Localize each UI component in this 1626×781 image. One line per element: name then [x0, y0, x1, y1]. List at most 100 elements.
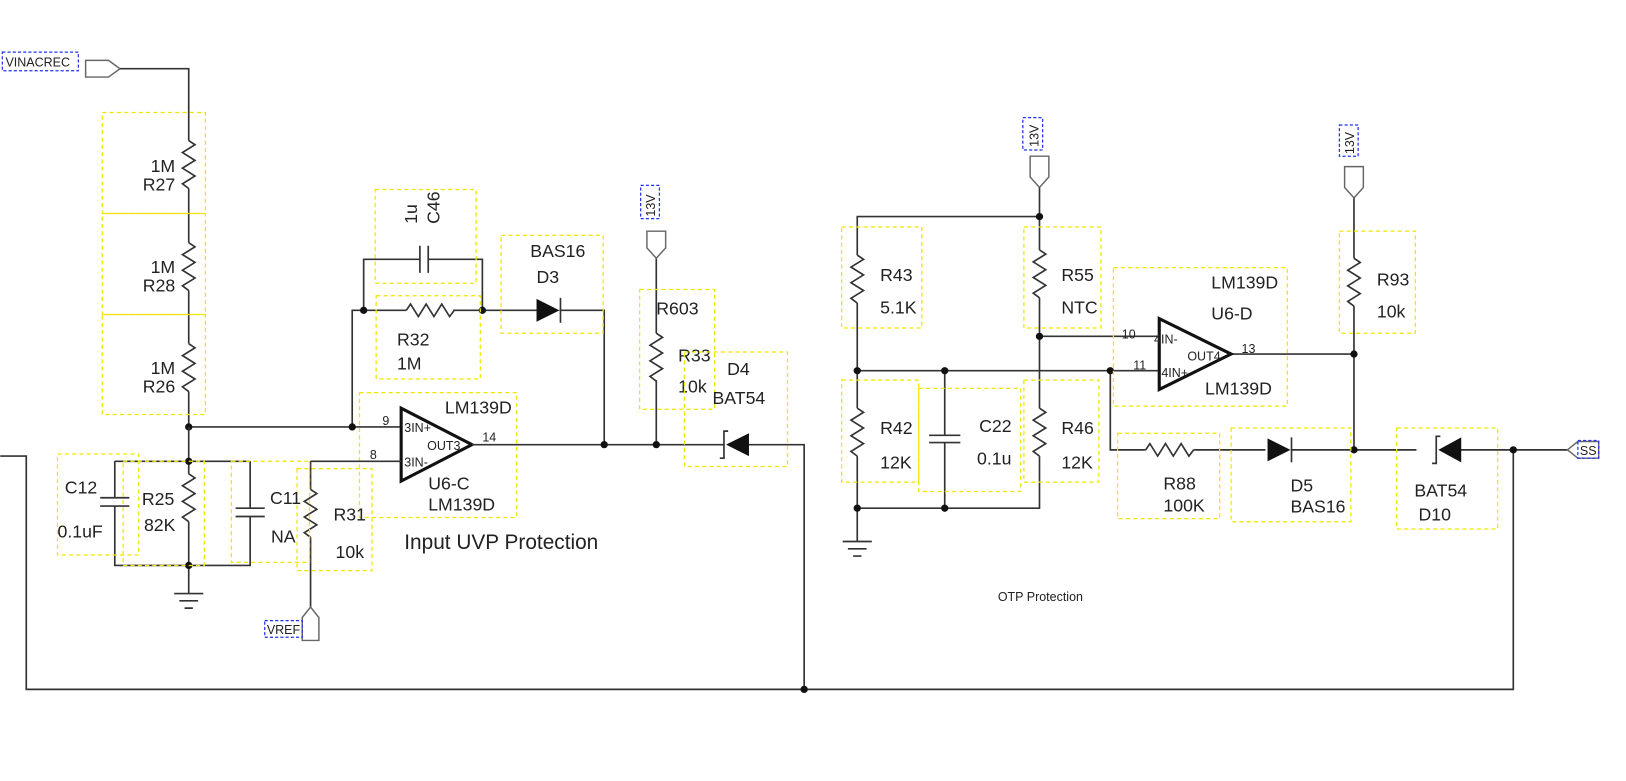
ref-d4: D4 [727, 359, 750, 379]
resistor-r32[interactable] [405, 303, 456, 318]
value-r88: 100K [1163, 495, 1205, 515]
ref-box-r26 [101, 313, 207, 416]
ref-d10: D10 [1419, 505, 1452, 525]
wire [188, 258, 606, 445]
junction [1350, 350, 1358, 358]
part-u6c-bottom: LM139D [428, 494, 495, 514]
resistor-r42[interactable] [850, 407, 865, 457]
ground-icon [173, 592, 205, 609]
ref-r43: R43 [880, 265, 913, 285]
ref-box-d3 [500, 234, 604, 334]
net-label-vinacrec: VINACREC [5, 56, 70, 70]
diode-d10-bar [1432, 435, 1441, 465]
ref-box-d4 [683, 351, 789, 468]
capacitor-c46[interactable] [419, 245, 430, 273]
resistor-r31[interactable] [303, 488, 318, 539]
value-r43: 5.1K [880, 297, 917, 317]
net-label-box [1577, 439, 1600, 459]
ref-d3: D3 [537, 267, 560, 287]
port-13v-ntc[interactable] [1029, 155, 1050, 189]
otp-section: 13V R43 5.1K R42 12K C22 0.1 [841, 117, 1600, 604]
part-u6d-bottom: LM139D [1205, 379, 1272, 399]
comparator-u6d[interactable] [1157, 316, 1235, 392]
port-vinacrec[interactable] [84, 59, 122, 78]
junction [600, 441, 608, 449]
alt-ref-r603: R603 [656, 298, 698, 318]
wire [119, 67, 190, 427]
resistor-r55-ntc[interactable] [1032, 249, 1047, 299]
value-d4: BAT54 [713, 388, 766, 408]
ref-box-r32 [375, 295, 481, 380]
ref-r26: R26 [143, 377, 176, 397]
wire [471, 258, 805, 690]
port-13v-uvp[interactable] [646, 230, 667, 260]
section-title-otp: OTP Protection [998, 590, 1083, 604]
value-r27: 1M [151, 156, 176, 176]
ref-box-d5 [1230, 427, 1352, 523]
diode-d4[interactable] [726, 433, 749, 457]
junction [1035, 332, 1044, 340]
port-ss[interactable] [1566, 440, 1600, 459]
ref-box-r55 [1023, 226, 1102, 329]
resistor-r33[interactable] [649, 332, 664, 382]
diode-d4-bar [719, 430, 729, 460]
port-vref[interactable] [301, 605, 320, 642]
ref-d5: D5 [1290, 476, 1313, 496]
resistor-r26[interactable] [181, 342, 196, 393]
resistor-r43[interactable] [850, 254, 865, 304]
resistor-r88[interactable] [1144, 442, 1195, 457]
pin-u6d-13: 13 [1242, 342, 1256, 356]
junction [1350, 446, 1358, 454]
resistor-r28[interactable] [181, 241, 196, 292]
ref-u6d: U6-D [1211, 304, 1252, 324]
capacitor-c12[interactable] [100, 496, 130, 507]
ref-r93: R93 [1377, 269, 1410, 289]
value-d5: BAS16 [1290, 496, 1345, 516]
comparator-u6c[interactable] [399, 405, 476, 484]
ref-box-r33 [638, 288, 716, 410]
value-r33: 10k [678, 377, 707, 397]
ref-u6c: U6-C [428, 473, 470, 493]
ref-box-u6d [1112, 266, 1288, 407]
value-c11: NA [271, 527, 296, 547]
value-r31: 10k [336, 542, 365, 562]
junction [853, 367, 861, 375]
pin-u6d-11: 11 [1133, 359, 1146, 373]
diode-d10[interactable] [1438, 437, 1462, 463]
resistor-r25[interactable] [181, 472, 196, 523]
value-d3: BAS16 [530, 241, 585, 261]
ref-box-r93 [1338, 230, 1417, 334]
net-label-box [1, 51, 79, 72]
capacitor-c11[interactable] [235, 507, 265, 518]
net-label-box [1338, 124, 1359, 157]
junction [941, 367, 949, 375]
ref-r28: R28 [143, 276, 176, 296]
diode-d3[interactable] [536, 298, 560, 322]
capacitor-c22[interactable] [929, 434, 961, 444]
port-13v-out[interactable] [1343, 165, 1365, 199]
ref-r42: R42 [880, 418, 912, 438]
ref-box-u6c [358, 391, 518, 519]
pin-u6d-in-plus-name: 4IN+ [1161, 366, 1188, 380]
resistor-r46[interactable] [1032, 407, 1047, 457]
wire [0, 449, 1515, 691]
resistor-r27[interactable] [181, 139, 196, 190]
ref-box-c11 [230, 460, 311, 563]
pin-u6c-in-plus-name: 3IN+ [404, 421, 431, 435]
junction [1509, 446, 1517, 454]
net-label-box [264, 620, 303, 638]
diode-d5[interactable] [1267, 438, 1291, 462]
ref-c11: C11 [270, 488, 301, 508]
junction [1035, 212, 1044, 221]
value-r55: NTC [1061, 297, 1098, 317]
ref-box-r25 [122, 460, 205, 567]
resistor-r93[interactable] [1346, 257, 1362, 307]
ref-box-d10 [1396, 427, 1499, 530]
pin-u6d-out-name: OUT4 [1187, 349, 1220, 363]
part-u6c-top: LM139D [445, 397, 512, 417]
net-label-13v-ntc: 13V [1027, 124, 1041, 147]
ref-c46: C46 [424, 191, 444, 224]
value-c46: 1u [401, 204, 421, 224]
pin-u6d-in-minus-name: 4IN- [1154, 333, 1178, 347]
ref-box-c22 [918, 387, 1022, 493]
